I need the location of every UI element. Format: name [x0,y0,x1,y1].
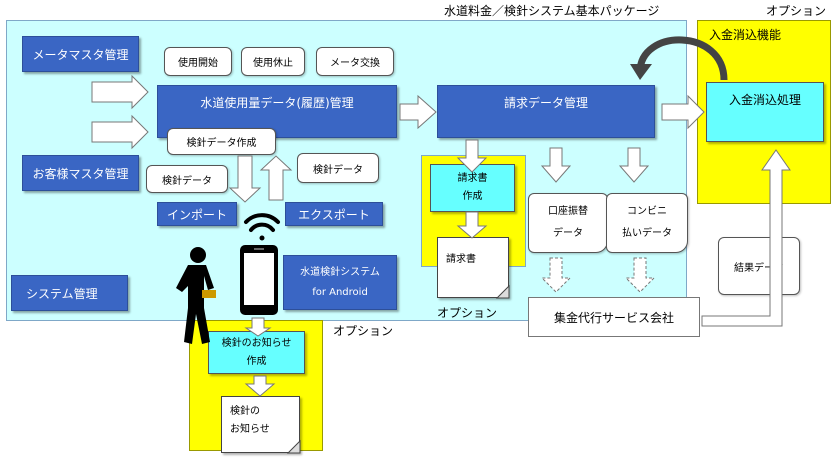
payment-processing-box: 入金消込処理 [706,82,824,142]
convenience-line1: コンビニ [627,206,667,217]
notice-create-box: 検針のお知らせ 作成 [208,331,305,374]
bank-transfer-line2: データ [553,228,583,239]
notice-doc-fold [286,439,301,454]
arrow-phone-to-notice [244,317,272,337]
arrow-meter-to-usage [91,74,149,110]
meter-data-create-label: 検針データ作成 [167,128,276,155]
invoice-create-line1: 請求書 [457,173,488,184]
notice-doc-line2: お知らせ [230,424,270,435]
billing-data-box: 請求データ管理 [437,85,655,138]
payment-processing-label: 入金消込処理 [728,93,801,107]
meter-data-left-label: 検針データ [146,165,228,193]
notice-create-line1: 検針のお知らせ [221,337,292,349]
payment-function-label: 入金消込機能 [709,28,782,42]
collection-agency-box: 集金代行サービス会社 [528,297,700,337]
arrow-convenience-to-agency [624,257,656,293]
smartphone-icon [240,245,278,315]
convenience-line2: 払いデータ [622,228,672,239]
import-box: インポート [157,202,237,226]
arrow-customer-to-usage [91,114,149,150]
curved-arrow-shaft [636,36,728,81]
arrow-agency-to-payment [701,149,791,327]
convenience-data: コンビニ 払いデータ [606,193,688,253]
invoice-doc-label: 請求書 [446,254,476,265]
export-box: エクスポート [285,202,383,226]
meter-master-box: メータマスタ管理 [22,36,139,72]
meter-data-right-label: 検針データ [297,153,379,183]
invoice-doc-fold [495,284,510,299]
notice-create-line2: 作成 [246,355,267,367]
arrow-create-to-import [228,155,262,203]
android-line2: for Android [312,286,368,298]
meter-op-exchange: メータ交換 [316,47,394,76]
android-system-box: 水道検針システム for Android [283,255,397,310]
wifi-icon [244,213,280,241]
result-data-label: 結果データ [718,237,800,295]
notice-document: 検針の お知らせ [221,396,300,453]
system-admin-box: システム管理 [11,275,128,311]
option-label-middle: オプション [437,306,498,320]
invoice-document: 請求書 [437,237,509,298]
arrow-billing-to-convenience [618,147,650,183]
arrow-billing-to-invoice [456,139,488,173]
arrow-bank-to-agency [540,257,572,293]
customer-master-box: お客様マスタ管理 [22,155,139,191]
notice-doc-line1: 検針の [230,406,260,417]
meter-op-suspend: 使用休止 [241,47,305,76]
arrow-billing-to-bank [540,147,572,183]
arrow-export-to-usage [259,155,293,201]
curved-arrow-head [630,64,652,80]
arrow-usage-to-billing [399,94,437,130]
person-icon [176,247,216,344]
bank-transfer-line1: 口座振替 [548,206,588,217]
option-label-bottom: オプション [333,324,394,338]
bank-transfer-data: 口座振替 データ [528,193,608,253]
meter-op-start: 使用開始 [164,47,232,76]
arrow-invoice-to-doc [456,211,488,239]
arrow-notice-to-doc [244,375,276,397]
main-system-title: 水道料金／検針システム基本パッケージ [444,4,660,18]
option-label-right: オプション [766,4,827,18]
invoice-create-line2: 作成 [462,191,483,202]
android-line1: 水道検針システム [300,266,380,278]
arrow-billing-to-payment [661,94,705,130]
